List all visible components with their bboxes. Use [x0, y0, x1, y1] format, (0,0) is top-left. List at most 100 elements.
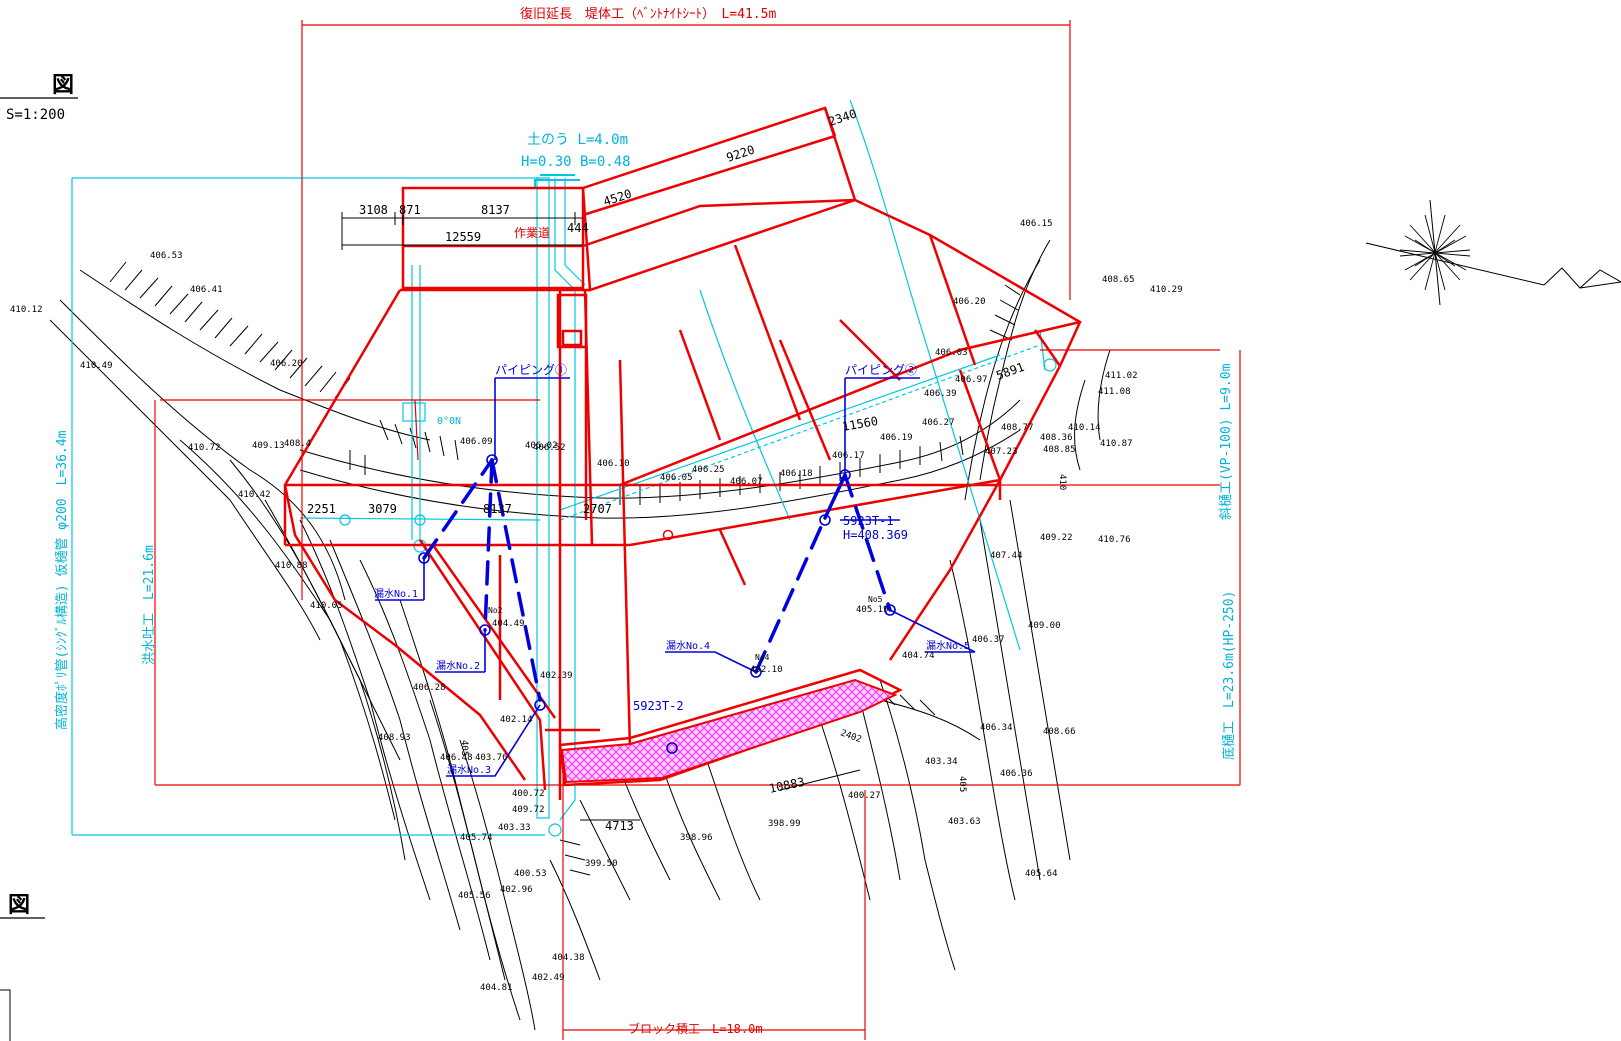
dim-12559: 12559 [445, 230, 481, 244]
contour-lines [49, 239, 1111, 1031]
elevation: 400.72 [512, 789, 545, 799]
elevation: 410.42 [238, 490, 271, 500]
dimension-lines [341, 212, 861, 821]
elevation: 410.49 [80, 361, 113, 371]
dim-4520: 4520 [602, 187, 634, 209]
elevation: 410.72 [188, 443, 221, 453]
marker-circle [662, 529, 674, 541]
leak-2-label: 漏水No.2 [436, 660, 480, 672]
piping-2-label: パイピング② [845, 363, 917, 377]
block-wall-label: ブロック積工 L=18.0m [628, 1021, 763, 1036]
leak-1-label: 漏水No.1 [374, 588, 418, 600]
work-road-label: 作業道 [514, 226, 550, 240]
elevation: 400.53 [514, 869, 547, 879]
north-arrow-symbol [1365, 199, 1621, 306]
elevation: 410.87 [1100, 439, 1133, 449]
elevation: 405.56 [458, 891, 491, 901]
elevation: 404.49 [492, 619, 525, 629]
elevation: 409.22 [1040, 533, 1073, 543]
embankment-structures-red [283, 106, 1082, 800]
elevation: 406.02 [525, 441, 558, 451]
dim-10883: 10883 [768, 775, 806, 796]
elevation: 410.14 [1068, 423, 1101, 433]
embankment-outline-thin [154, 20, 1241, 1040]
elevation: 406.37 [972, 635, 1005, 645]
elevation: 406.20 [953, 297, 986, 307]
temporary-works-cyan [71, 99, 1057, 837]
elevation: 406.97 [955, 375, 988, 385]
elevation: 408.66 [1043, 727, 1076, 737]
elevation: 406.15 [1020, 219, 1053, 229]
borehole-2-label: 5923T-2 [633, 699, 684, 713]
dim-11560: 11560 [841, 414, 879, 434]
elevation: 403.76 [475, 753, 508, 763]
elevation: 403.34 [925, 757, 958, 767]
scale-label: S=1:200 [6, 107, 65, 123]
leak-no4-tag: No4 [755, 653, 770, 662]
elevation: 404.81 [480, 983, 513, 993]
elevation: 399.50 [585, 859, 618, 869]
dim-2340: 2340 [827, 107, 859, 129]
elevation: 406.17 [832, 451, 865, 461]
elevation: 406.18 [780, 469, 813, 479]
elevation: 411.08 [1098, 387, 1131, 397]
borehole-1-height: H=408.369 [843, 528, 908, 542]
elevation: 408.65 [1102, 275, 1135, 285]
elevation: 402.96 [500, 885, 533, 895]
elevation: 405 [459, 740, 469, 756]
title-fragment-top: 図 [52, 73, 74, 98]
elevation: 406.48 [440, 753, 473, 763]
piping-1-label: パイピング① [495, 363, 567, 377]
elevation: 405.19 [856, 605, 889, 615]
elevation: 407.23 [985, 447, 1018, 457]
elevation: 408.77 [1001, 423, 1034, 433]
elevation: 402.39 [540, 671, 573, 681]
elevation: 403.33 [498, 823, 531, 833]
spillway-outlet-label: 洪水吐工 L=21.6m [142, 545, 157, 665]
borehole-1-label: 5923T-1 [843, 514, 894, 528]
elevation: 404.74 [902, 651, 935, 661]
dim-3108: 3108 [359, 203, 388, 217]
dim-3079: 3079 [368, 502, 397, 516]
elevation: 402.49 [532, 973, 565, 983]
dim-5891: 5891 [994, 360, 1026, 383]
dim-871: 871 [399, 203, 421, 217]
section-marker-label: 0°0N [437, 416, 461, 427]
elevation: 406.19 [880, 433, 913, 443]
sloped-conduit-label: 斜樋工(VP-100) L=9.0m [1218, 363, 1234, 520]
elevation: 400.27 [848, 791, 881, 801]
elevation: 410.76 [1098, 535, 1131, 545]
elevation: 406.09 [460, 437, 493, 447]
elevation: 402.14 [500, 715, 533, 725]
restoration-length-label: 復旧延長 堤体工（ﾍﾞﾝﾄﾅｲﾄｼｰﾄ） L=41.5m [520, 6, 776, 22]
block-wall-hatched-area [560, 678, 898, 784]
elevation: 406.10 [597, 459, 630, 469]
elevation: 406.25 [692, 465, 725, 475]
leak-points-blue [375, 377, 976, 777]
elevation: 408.85 [1043, 445, 1076, 455]
elevation: 410.88 [275, 561, 308, 571]
leak-4-label: 漏水No.4 [666, 640, 710, 652]
elevation: 408.36 [1040, 433, 1073, 443]
elevation: 410.12 [10, 305, 43, 315]
elevation: 402.10 [750, 665, 783, 675]
dim-444: 444 [567, 221, 589, 235]
elevation: 405.64 [1025, 869, 1058, 879]
dim-8137-mid: 8137 [483, 502, 512, 516]
elevation: 406.03 [935, 348, 968, 358]
elevation: 408.4 [284, 439, 311, 449]
sheet-title-block: 図 S=1:200 図 [0, 73, 78, 1041]
elevation: 409.72 [512, 805, 545, 815]
elevation: 406.34 [980, 723, 1013, 733]
elevation: 409.00 [1028, 621, 1061, 631]
elevation: 407.44 [990, 551, 1023, 561]
dim-2707: 2707 [583, 502, 612, 516]
elevation: 406.53 [150, 251, 183, 261]
elevation: 410 [1057, 474, 1067, 490]
elevation: 403.63 [948, 817, 981, 827]
elevation: 406.20 [270, 359, 303, 369]
sandbag-size-label: H=0.30 B=0.48 [521, 154, 631, 170]
elevation: 410.29 [1150, 285, 1183, 295]
elevation: 410.05 [310, 601, 343, 611]
